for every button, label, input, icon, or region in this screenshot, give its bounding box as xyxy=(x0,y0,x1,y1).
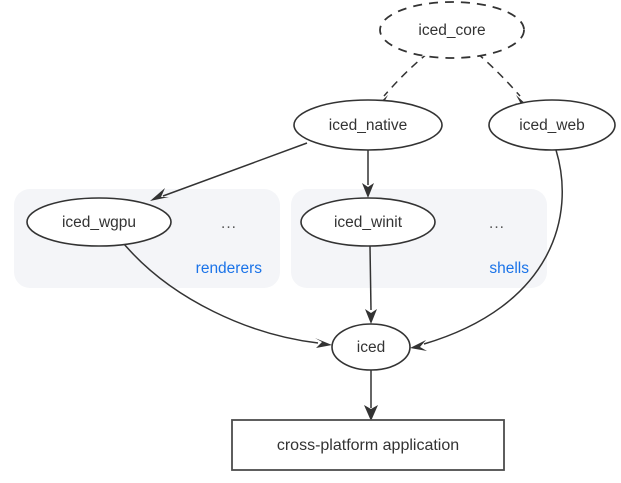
node-iced-wgpu[interactable]: iced_wgpu xyxy=(26,197,172,247)
node-iced-winit-shape[interactable] xyxy=(300,197,436,247)
shells-more-ellipsis: ... xyxy=(489,215,505,232)
arrowhead-icon xyxy=(150,188,169,201)
node-iced-shape[interactable] xyxy=(331,323,411,371)
edge-line xyxy=(162,142,308,197)
node-iced-label: iced xyxy=(357,339,385,356)
edge-line xyxy=(123,243,319,344)
edge-iced-web-to-iced xyxy=(410,149,563,351)
edge-iced-wgpu-to-iced xyxy=(123,243,332,348)
node-iced-core-label: iced_core xyxy=(418,22,485,39)
edge-iced-native-to-iced-winit xyxy=(362,150,374,198)
edge-line xyxy=(423,149,563,345)
edge-iced-to-application xyxy=(364,370,378,421)
node-iced-web-label: iced_web xyxy=(519,117,585,134)
arrowhead-icon xyxy=(315,338,332,348)
edge-line xyxy=(383,52,429,97)
node-iced[interactable]: iced xyxy=(331,323,411,371)
node-iced-winit[interactable]: iced_winit xyxy=(300,197,436,247)
edge-line xyxy=(369,245,372,311)
arrowhead-icon xyxy=(364,405,378,421)
arrowhead-icon xyxy=(410,340,427,351)
node-iced-core-shape[interactable] xyxy=(379,1,525,59)
node-iced-native[interactable]: iced_native xyxy=(293,99,443,151)
node-iced-winit-label: iced_winit xyxy=(334,214,403,231)
renderers-more-ellipsis: ... xyxy=(221,215,237,232)
node-iced-web[interactable]: iced_web xyxy=(488,99,616,151)
arrowhead-icon xyxy=(362,183,374,198)
node-iced-native-label: iced_native xyxy=(329,117,407,134)
edge-iced-native-to-iced-wgpu xyxy=(150,142,308,201)
node-application-label: cross-platform application xyxy=(277,437,459,454)
edge-iced-winit-to-iced xyxy=(365,245,377,324)
edge-line xyxy=(476,52,521,97)
node-iced-web-shape[interactable] xyxy=(488,99,616,151)
edge-iced-core-to-iced-web xyxy=(476,52,529,107)
arrowhead-icon xyxy=(365,309,377,324)
node-iced-wgpu-shape[interactable] xyxy=(26,197,172,247)
node-cross-platform-application[interactable]: cross-platform application xyxy=(231,419,505,471)
edge-iced-core-to-iced-native xyxy=(375,52,429,107)
group-shells-label: shells xyxy=(489,260,529,277)
node-iced-native-shape[interactable] xyxy=(293,99,443,151)
node-iced-wgpu-label: iced_wgpu xyxy=(62,214,136,231)
node-iced-core[interactable]: iced_core xyxy=(379,1,525,59)
node-application-shape[interactable] xyxy=(231,419,505,471)
group-renderers-label: renderers xyxy=(196,260,263,277)
